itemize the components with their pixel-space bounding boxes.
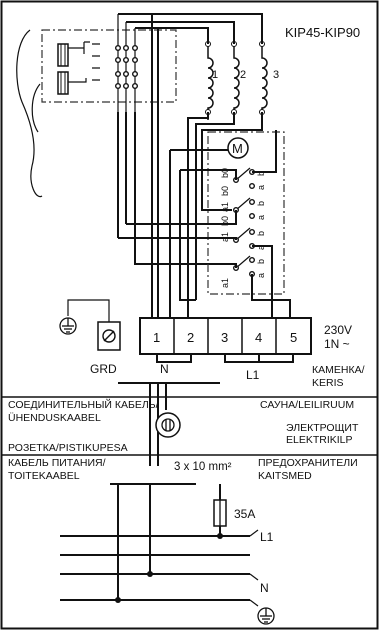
- svg-text:b: b: [256, 231, 266, 236]
- svg-text:b: b: [256, 201, 266, 206]
- sauna-label: САУНА/LEILIRUUM: [260, 399, 354, 411]
- ground-terminal: [97, 321, 121, 351]
- svg-text:a: a: [256, 273, 266, 278]
- cable-spec: 3 x 10 mm²: [174, 461, 232, 473]
- cable-label-ru: СОЕДИНИТЕЛЬНЫЙ КАБЕЛЬ/: [8, 398, 159, 411]
- heater-label-3: 3: [273, 69, 279, 81]
- grd-label: GRD: [90, 362, 117, 376]
- motor-symbol: M: [232, 141, 243, 156]
- supply-cable-fi: TOITEKAABEL: [8, 470, 80, 482]
- cable-label-fi: ÜHENDUSKAABEL: [8, 412, 101, 424]
- panel-label-ru: ЭЛЕКТРОЩИТ: [286, 422, 359, 434]
- bus-l1-label: L1: [260, 530, 274, 544]
- bus-n-label: N: [260, 581, 269, 595]
- svg-text:a1: a1: [220, 202, 230, 212]
- terminal-block: 1 2 3 4 5: [139, 317, 312, 355]
- contact-columns: [114, 14, 138, 112]
- socket-label: РОЗЕТКА/PISTIKUPESA: [8, 442, 128, 454]
- svg-text:a: a: [256, 185, 266, 190]
- svg-text:b: b: [256, 171, 266, 176]
- bus-ground-icon: [257, 607, 275, 625]
- svg-text:b0: b0: [220, 216, 230, 226]
- fuse-rating: 35A: [234, 507, 255, 521]
- heater-3-coil: [261, 46, 268, 120]
- terminal-1: 1: [153, 330, 160, 345]
- stove-label-fi: KERIS: [312, 377, 344, 389]
- supply-cable-ru: КАБЕЛЬ ПИТАНИЯ/: [8, 457, 106, 469]
- terminal-4: 4: [255, 330, 262, 345]
- terminal-2: 2: [187, 330, 194, 345]
- heater-2-coil: [233, 46, 240, 120]
- svg-text:b0: b0: [220, 168, 230, 178]
- timer-box: [207, 131, 285, 295]
- supply-phase: 1N ~: [324, 337, 350, 351]
- svg-text:b: b: [256, 259, 266, 264]
- heating-elements: 1 2 3: [205, 41, 279, 120]
- socket-icon: [155, 412, 181, 438]
- fuses-fi: KAITSMED: [258, 470, 312, 482]
- terminal-5: 5: [290, 330, 297, 345]
- heater-label-1: 1: [212, 69, 218, 81]
- panel-label-fi: ELEKTRIKILP: [286, 434, 353, 446]
- terminal-3: 3: [221, 330, 228, 345]
- motor: M: [227, 137, 249, 159]
- timer-switch-labels: b0 b a b0 a1 b a b a b0 a1 b a a1: [220, 168, 266, 288]
- supply-voltage: 230V: [324, 323, 352, 337]
- model-title: KIP45-KIP90: [285, 25, 360, 40]
- svg-text:a: a: [256, 215, 266, 220]
- svg-text:a1: a1: [220, 278, 230, 288]
- control-switch: [57, 41, 100, 95]
- svg-text:b0: b0: [220, 186, 230, 196]
- heater-label-2: 2: [240, 69, 246, 81]
- thermostat-box: [41, 29, 177, 103]
- svg-text:a1: a1: [220, 232, 230, 242]
- stove-label-ru: КАМЕНКА/: [312, 364, 365, 376]
- l1-label: L1: [246, 368, 260, 382]
- fuse-icon: [213, 499, 227, 527]
- n-label: N: [160, 362, 169, 376]
- svg-text:a: a: [256, 245, 266, 250]
- ground-icon: [59, 317, 77, 335]
- bus-lines: [60, 535, 250, 601]
- fuses-ru: ПРЕДОХРАНИТЕЛИ: [258, 457, 358, 469]
- hand-outline: [16, 29, 43, 198]
- heater-1-coil: [207, 46, 214, 120]
